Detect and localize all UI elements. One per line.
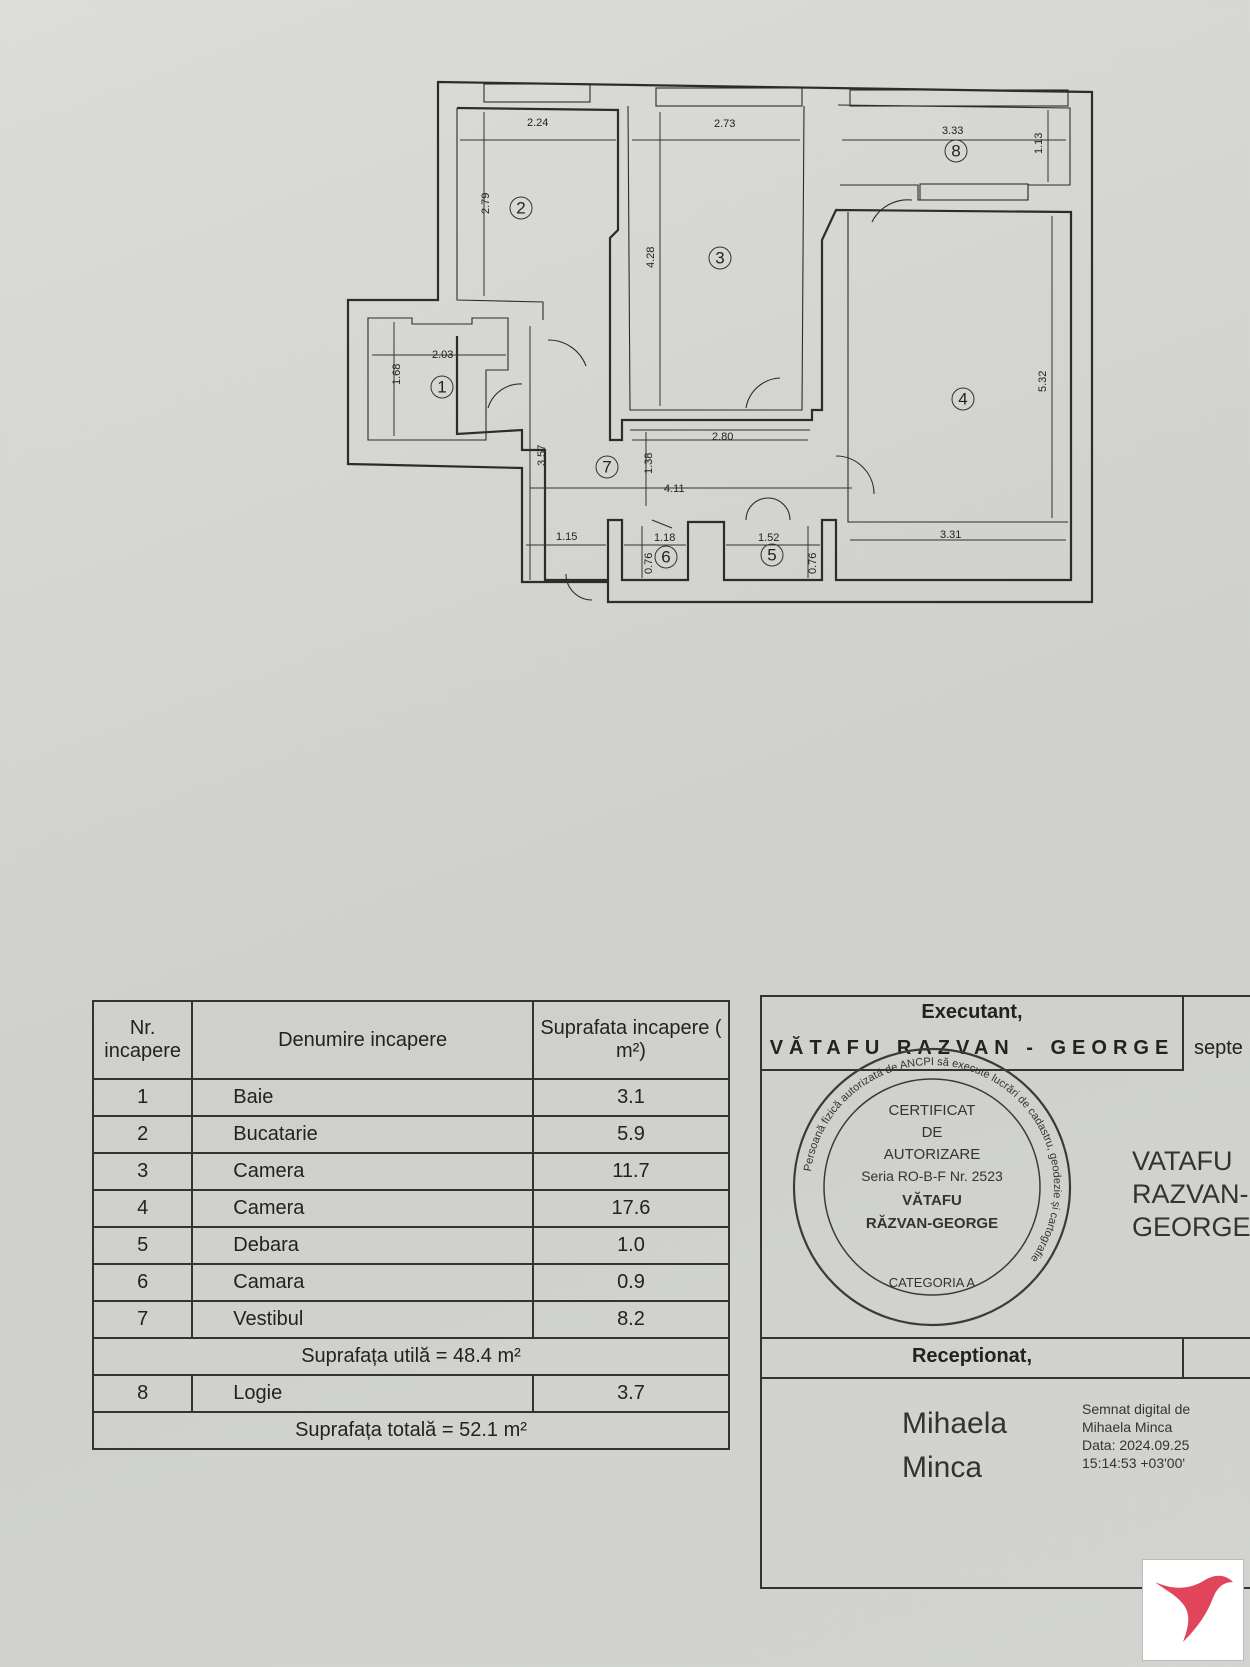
room-numbers: 1 2 3 4 5 6 7 8: [430, 139, 975, 569]
dim-label: 2.79: [480, 193, 492, 214]
dim-label: 3.57: [536, 445, 548, 466]
executant-date: septe: [1194, 1037, 1243, 1059]
row-name: Logie: [191, 1374, 534, 1413]
useful-total-row: Suprafața utilă = 48.4 m²: [92, 1337, 730, 1376]
bird-logo-icon: [1142, 1559, 1244, 1661]
walls: [346, 80, 1094, 604]
room-number: 7: [602, 458, 611, 477]
executant-box: Executant, VĂTAFU RAZVAN - GEORGE septe …: [760, 995, 1250, 1589]
row-area: 8.2: [531, 1300, 731, 1339]
row-area: 11.7: [531, 1152, 731, 1191]
digital-signature-note: Semnat digital de Mihaela Minca Data: 20…: [1082, 1401, 1191, 1471]
row-nr: 7: [91, 1300, 194, 1339]
row-area: 3.1: [531, 1078, 731, 1117]
dim-label: 2.80: [712, 431, 733, 443]
dim-label: 2.24: [527, 117, 548, 129]
dim-label: 1.13: [1033, 133, 1045, 154]
stamp-line: AUTORIZARE: [884, 1146, 980, 1163]
dim-label: 3.33: [942, 125, 963, 137]
stamp-line: Seria RO-B-F Nr. 2523: [861, 1168, 1003, 1184]
executant-name: VĂTAFU RAZVAN - GEORGE: [769, 1037, 1175, 1059]
dim-label: 4.11: [664, 483, 685, 495]
header-name: Denumire incapere: [191, 1000, 534, 1080]
rooms-table: Nr. incapere Denumire incapere Suprafata…: [91, 1000, 731, 1450]
row-area: 5.9: [531, 1115, 731, 1154]
row-nr: 6: [91, 1263, 194, 1302]
grand-total: Suprafața totală = 52.1 m²: [92, 1411, 730, 1450]
row-name: Camera: [191, 1152, 534, 1191]
stamp-line: CERTIFICAT: [889, 1102, 976, 1119]
useful-total: Suprafața utilă = 48.4 m²: [92, 1337, 730, 1376]
row-name: Bucatarie: [191, 1115, 534, 1154]
room-number: 1: [437, 378, 446, 397]
header-area: Suprafata incapere ( m²): [531, 1000, 731, 1080]
stamp-line: DE: [922, 1124, 943, 1141]
dim-label: 1.38: [643, 453, 655, 474]
dimension-labels: 2.24 2.79 2.73 4.28 3.33 1.13 2.03 1.68 …: [391, 117, 1049, 574]
dim-label: 1.68: [391, 364, 403, 385]
stamp-category: CATEGORIA A: [889, 1275, 976, 1290]
row-nr: 4: [91, 1189, 194, 1228]
grand-total-row: Suprafața totală = 52.1 m²: [92, 1411, 730, 1450]
dim-label: 3.31: [940, 529, 961, 541]
row-area: 0.9: [531, 1263, 731, 1302]
executant-title: Executant,: [921, 1001, 1023, 1023]
dim-label: 2.73: [714, 118, 735, 130]
dim-label: 1.15: [556, 531, 577, 543]
executant-signature: VATAFU RAZVAN- GEORGE: [1132, 1146, 1250, 1242]
room-number: 4: [958, 390, 967, 409]
row-nr: 8: [91, 1374, 194, 1413]
stamp-line: RĂZVAN-GEORGE: [866, 1215, 998, 1232]
dim-label: 0.76: [643, 553, 655, 574]
row-nr: 2: [91, 1115, 194, 1154]
row-name: Camara: [191, 1263, 534, 1302]
receptionat-header: Receptionat,: [762, 1337, 1250, 1379]
row-name: Debara: [191, 1226, 534, 1265]
row-area: 17.6: [531, 1189, 731, 1228]
receptionat-signer: Mihaela Minca: [902, 1407, 1008, 1484]
room-number: 5: [767, 546, 776, 565]
executant-header: Executant, VĂTAFU RAZVAN - GEORGE: [762, 997, 1184, 1071]
row-name: Vestibul: [191, 1300, 534, 1339]
room-number: 8: [951, 142, 960, 161]
dim-label: 1.18: [654, 532, 675, 544]
row-area: 1.0: [531, 1226, 731, 1265]
row-area: 3.7: [531, 1374, 731, 1413]
room-number: 3: [715, 249, 724, 268]
dim-label: 0.76: [807, 553, 819, 574]
room-number: 2: [516, 199, 525, 218]
dim-label: 4.28: [645, 247, 657, 268]
row-name: Baie: [191, 1078, 534, 1117]
floor-plan: 2.24 2.79 2.73 4.28 3.33 1.13 2.03 1.68 …: [346, 80, 1094, 604]
row-nr: 3: [91, 1152, 194, 1191]
row-nr: 5: [91, 1226, 194, 1265]
row-name: Camera: [191, 1189, 534, 1228]
row-nr: 1: [91, 1078, 194, 1117]
receptionat-title: Receptionat,: [911, 1345, 1033, 1367]
dim-label: 5.32: [1037, 371, 1049, 392]
header-nr: Nr. incapere: [91, 1000, 194, 1080]
stamp-line: VĂTAFU: [902, 1192, 962, 1209]
dimension-lines: [372, 110, 1066, 580]
dim-label: 2.03: [432, 349, 453, 361]
dim-label: 1.52: [758, 532, 779, 544]
stamp-seal: Persoană fizică autorizată de ANCPI să e…: [792, 1047, 1072, 1327]
table-header-row: Nr. incapere Denumire incapere Suprafata…: [91, 1000, 731, 1080]
room-number: 6: [661, 548, 670, 567]
